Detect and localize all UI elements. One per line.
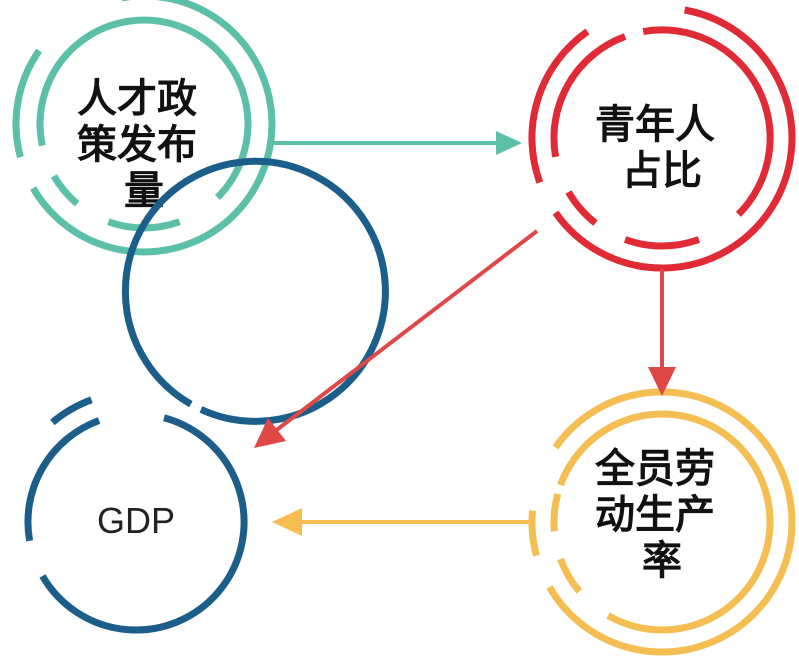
talent-policy-rings <box>12 0 276 256</box>
talent-policy-ring-2-arc-1 <box>30 0 276 256</box>
youth-share-rings <box>528 6 796 272</box>
youth-share-ring-1-arc-1 <box>642 26 774 217</box>
talent-policy-label-line-2: 策发布 <box>77 122 197 168</box>
talent-policy-ring-1-arc-3 <box>50 174 80 207</box>
node-gdp: GDP <box>24 157 389 634</box>
gdp-ring-2-arc-1 <box>50 396 93 426</box>
edge-labor-to-gdp <box>272 508 530 536</box>
gdp-rings <box>24 157 389 634</box>
labor-productivity-label-line-3: 率 <box>642 538 682 584</box>
edge-talent-to-youth <box>274 131 522 155</box>
talent-policy-ring-2-arc-2 <box>12 48 42 159</box>
labor-productivity-ring-2-arc-2 <box>528 510 540 557</box>
talent-policy-ring-1-arc-1 <box>178 23 252 200</box>
youth-share-ring-1-arc-4 <box>550 33 627 158</box>
svg-text:全员劳 动生产 率: 全员劳 动生产 率 <box>594 446 729 584</box>
node-talent-policy: 人才政 策发布 量 <box>12 0 276 256</box>
edge-youth-to-gdp <box>254 229 539 448</box>
svg-text:人才政 策发布 量: 人才政 策发布 量 <box>77 76 211 214</box>
talent-policy-ring-1-arc-4 <box>36 16 181 147</box>
labor-productivity-ring-1-arc-3 <box>550 493 562 532</box>
youth-share-ring-1-arc-3 <box>565 190 598 226</box>
svg-text:青年人 占比: 青年人 占比 <box>595 102 729 194</box>
youth-share-ring-2-arc-1 <box>552 6 796 272</box>
youth-share-label-line-2: 占比 <box>622 148 702 194</box>
gdp-ring-1-arc-2 <box>24 417 101 542</box>
gdp-ring-2-arc-2 <box>121 157 389 425</box>
edge-youth-to-labor <box>648 269 676 396</box>
edges <box>254 131 676 536</box>
labor-productivity-ring-2-arc-1 <box>546 388 796 656</box>
youth-share-label-line-1: 青年人 <box>595 102 715 148</box>
node-labor-productivity: 全员劳 动生产 率 <box>528 388 796 656</box>
youth-share-ring-2-arc-2 <box>528 28 590 184</box>
svg-text:GDP: GDP <box>97 500 175 541</box>
gdp-ring-1-arc-1 <box>39 414 248 634</box>
labor-productivity-label-line-1: 全员劳 <box>594 446 715 492</box>
labor-productivity-rings <box>528 388 796 656</box>
gdp-label: GDP <box>97 500 175 541</box>
labor-productivity-ring-1-arc-2 <box>557 557 583 594</box>
youth-share-ring-1-arc-2 <box>623 236 701 250</box>
node-youth-share: 青年人 占比 <box>528 6 796 272</box>
talent-policy-label-line-1: 人才政 <box>77 76 197 122</box>
labor-productivity-ring-1-arc-1 <box>557 410 774 634</box>
labor-productivity-label-line-2: 动生产 <box>595 492 715 538</box>
